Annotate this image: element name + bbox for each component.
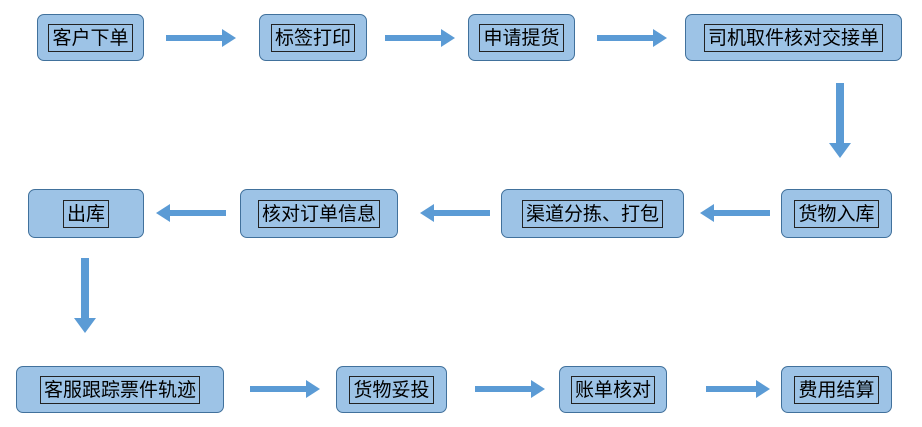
- arrow-down-icon: [829, 83, 851, 158]
- node-bill-reconcile: 账单核对: [559, 366, 667, 413]
- node-channel-sort-pack: 渠道分拣、打包: [501, 189, 684, 238]
- node-label: 申请提货: [479, 23, 564, 52]
- node-customer-order: 客户下单: [37, 14, 144, 61]
- arrow-left-icon: [156, 204, 226, 222]
- node-label: 货物入库: [794, 199, 879, 228]
- arrow-right-icon: [706, 380, 770, 398]
- arrow-right-icon: [475, 380, 545, 398]
- node-verify-order-info: 核对订单信息: [240, 189, 398, 238]
- arrow-down-icon: [74, 258, 96, 333]
- node-fee-settlement: 费用结算: [781, 366, 892, 413]
- node-outbound: 出库: [28, 189, 144, 238]
- node-label: 标签打印: [270, 23, 355, 52]
- node-label: 货物妥投: [349, 375, 434, 404]
- node-goods-inbound: 货物入库: [781, 189, 892, 238]
- node-label: 费用结算: [794, 375, 879, 404]
- node-label: 渠道分拣、打包: [521, 199, 663, 228]
- node-cs-tracking: 客服跟踪票件轨迹: [16, 366, 224, 413]
- node-label: 司机取件核对交接单: [703, 23, 883, 52]
- node-goods-delivered: 货物妥投: [336, 366, 447, 413]
- arrow-left-icon: [420, 204, 490, 222]
- arrow-right-icon: [250, 380, 320, 398]
- node-label: 客服跟踪票件轨迹: [39, 375, 200, 404]
- arrow-right-icon: [597, 29, 667, 47]
- node-label: 出库: [62, 199, 109, 228]
- node-apply-pickup: 申请提货: [468, 14, 575, 61]
- node-driver-handover: 司机取件核对交接单: [685, 14, 902, 61]
- arrow-left-icon: [700, 204, 770, 222]
- arrow-right-icon: [385, 29, 455, 47]
- arrow-right-icon: [166, 29, 236, 47]
- node-label: 账单核对: [570, 375, 655, 404]
- node-label: 核对订单信息: [257, 199, 380, 228]
- node-label: 客户下单: [48, 23, 133, 52]
- node-label-print: 标签打印: [259, 14, 367, 61]
